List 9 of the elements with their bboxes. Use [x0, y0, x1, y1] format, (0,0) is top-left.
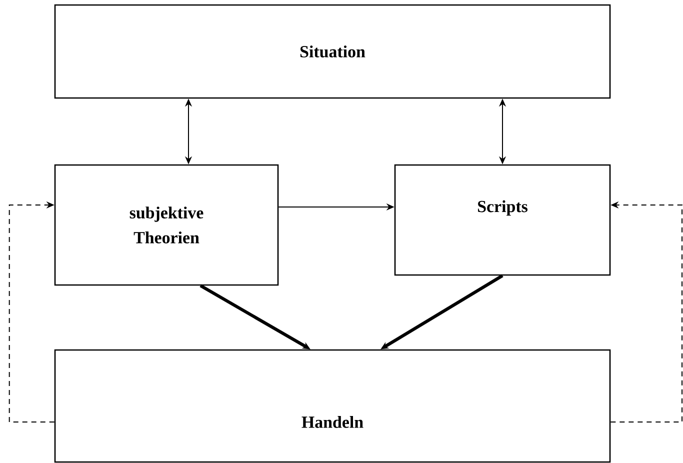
node-label: Scripts: [478, 200, 528, 216]
box: [54, 4, 611, 99]
node-label: Situation: [300, 46, 366, 58]
box: [394, 164, 611, 276]
box: [54, 164, 279, 286]
box: [54, 349, 611, 463]
arrow: [8, 201, 55, 422]
node-label: subjektive Theorien: [130, 206, 204, 244]
node-label: Handeln: [302, 416, 364, 428]
